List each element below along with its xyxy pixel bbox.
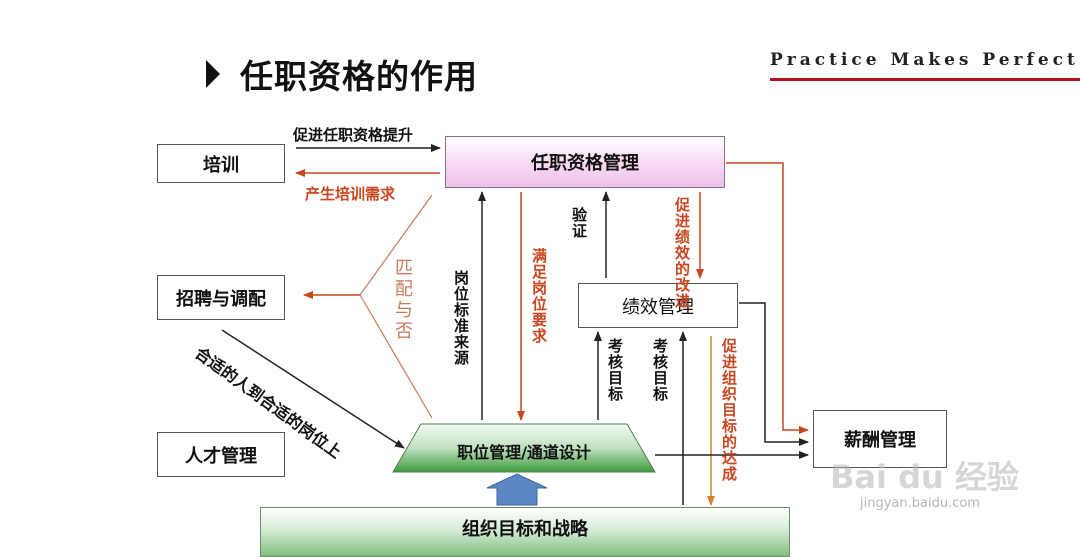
label-promote-qual: 促进任职资格提升: [293, 126, 414, 144]
edge-match-bottom: [359, 294, 433, 419]
label-meet-post: 满足岗位要求: [530, 248, 548, 344]
up-arrow-icon: [486, 473, 548, 506]
watermark-url: jingyan.baidu.com: [860, 496, 980, 511]
edge-perf-to-salary: [739, 302, 809, 446]
strategy-node-label: 组织目标和战略: [462, 519, 588, 540]
label-post-source: 岗位标准来源: [452, 270, 470, 366]
strategy-node: 组织目标和战略: [260, 507, 790, 557]
edge-right-person: [221, 329, 405, 449]
performance-node: 绩效管理: [578, 283, 738, 328]
watermark-logo: Bai du 经验: [830, 458, 1019, 496]
label-promote-org: 促进组织目标的达成: [720, 338, 738, 482]
diagram-canvas: 任职资格的作用 Practice Makes Perfect: [157, 50, 1080, 557]
label-improve-perf: 促进绩效的改进: [673, 197, 691, 309]
training-node: 培训: [157, 144, 285, 183]
label-appraisal-2: 考核目标: [651, 338, 669, 402]
recruit-node: 招聘与调配: [157, 275, 285, 320]
title-bullet-icon: [206, 60, 220, 88]
label-verify: 验证: [570, 207, 588, 239]
slogan: Practice Makes Perfect: [770, 50, 1079, 70]
qualification-node: 任职资格管理: [445, 136, 725, 188]
label-appraisal-1: 考核目标: [606, 338, 624, 402]
position-node-shape: [392, 423, 656, 473]
slogan-underline: [770, 78, 1080, 81]
label-match: 匹配与否: [392, 258, 413, 342]
label-training-need: 产生培训需求: [305, 185, 396, 203]
salary-node: 薪酬管理: [813, 410, 947, 468]
page-title: 任职资格的作用: [240, 57, 478, 96]
edge-match-top: [359, 194, 433, 296]
talent-node: 人才管理: [157, 432, 285, 477]
position-node-label: 职位管理/通道设计: [457, 443, 591, 462]
connector-layer: [221, 144, 809, 506]
edge-qual-to-salary: [726, 162, 809, 434]
